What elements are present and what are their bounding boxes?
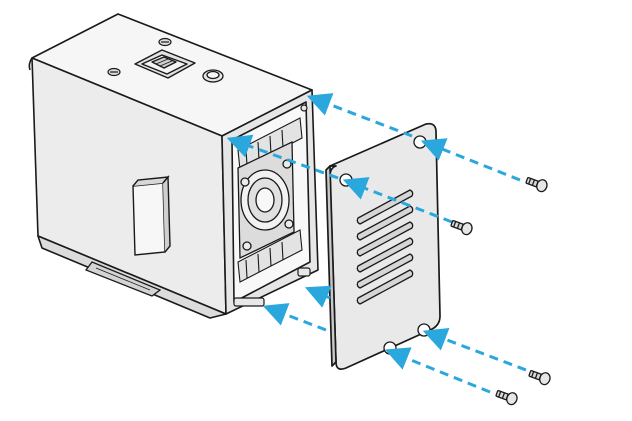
arrow-plate-to-housing-top xyxy=(306,93,413,138)
ethernet-port xyxy=(134,49,196,79)
screw-middle xyxy=(450,220,473,236)
screw-bottom xyxy=(495,390,518,406)
cooling-fan xyxy=(237,140,295,260)
vented-cover-plate xyxy=(325,122,441,370)
arrow-middle-screw-to-plate xyxy=(342,177,453,224)
arrow-bottom-right-screw-to-plate xyxy=(422,328,527,372)
arrow-plate-to-housing-bottom xyxy=(262,303,327,332)
cover-vent-slots xyxy=(356,189,414,305)
assembly-arrows xyxy=(226,93,527,394)
screw-head-top-left xyxy=(107,37,172,77)
arrow-bottom-screw-to-plate xyxy=(384,347,491,394)
push-button xyxy=(202,69,224,83)
arrow-plate-to-housing-left xyxy=(226,134,339,180)
side-label-recess xyxy=(132,175,171,256)
screw-top-right xyxy=(525,177,548,193)
arrow-plate-to-housing-right xyxy=(304,285,332,308)
arrow-top-screw-to-plate xyxy=(420,138,521,182)
mounting-bracket xyxy=(84,261,162,297)
heatsink-fins xyxy=(237,117,303,283)
screw-bottom-right xyxy=(528,370,551,386)
